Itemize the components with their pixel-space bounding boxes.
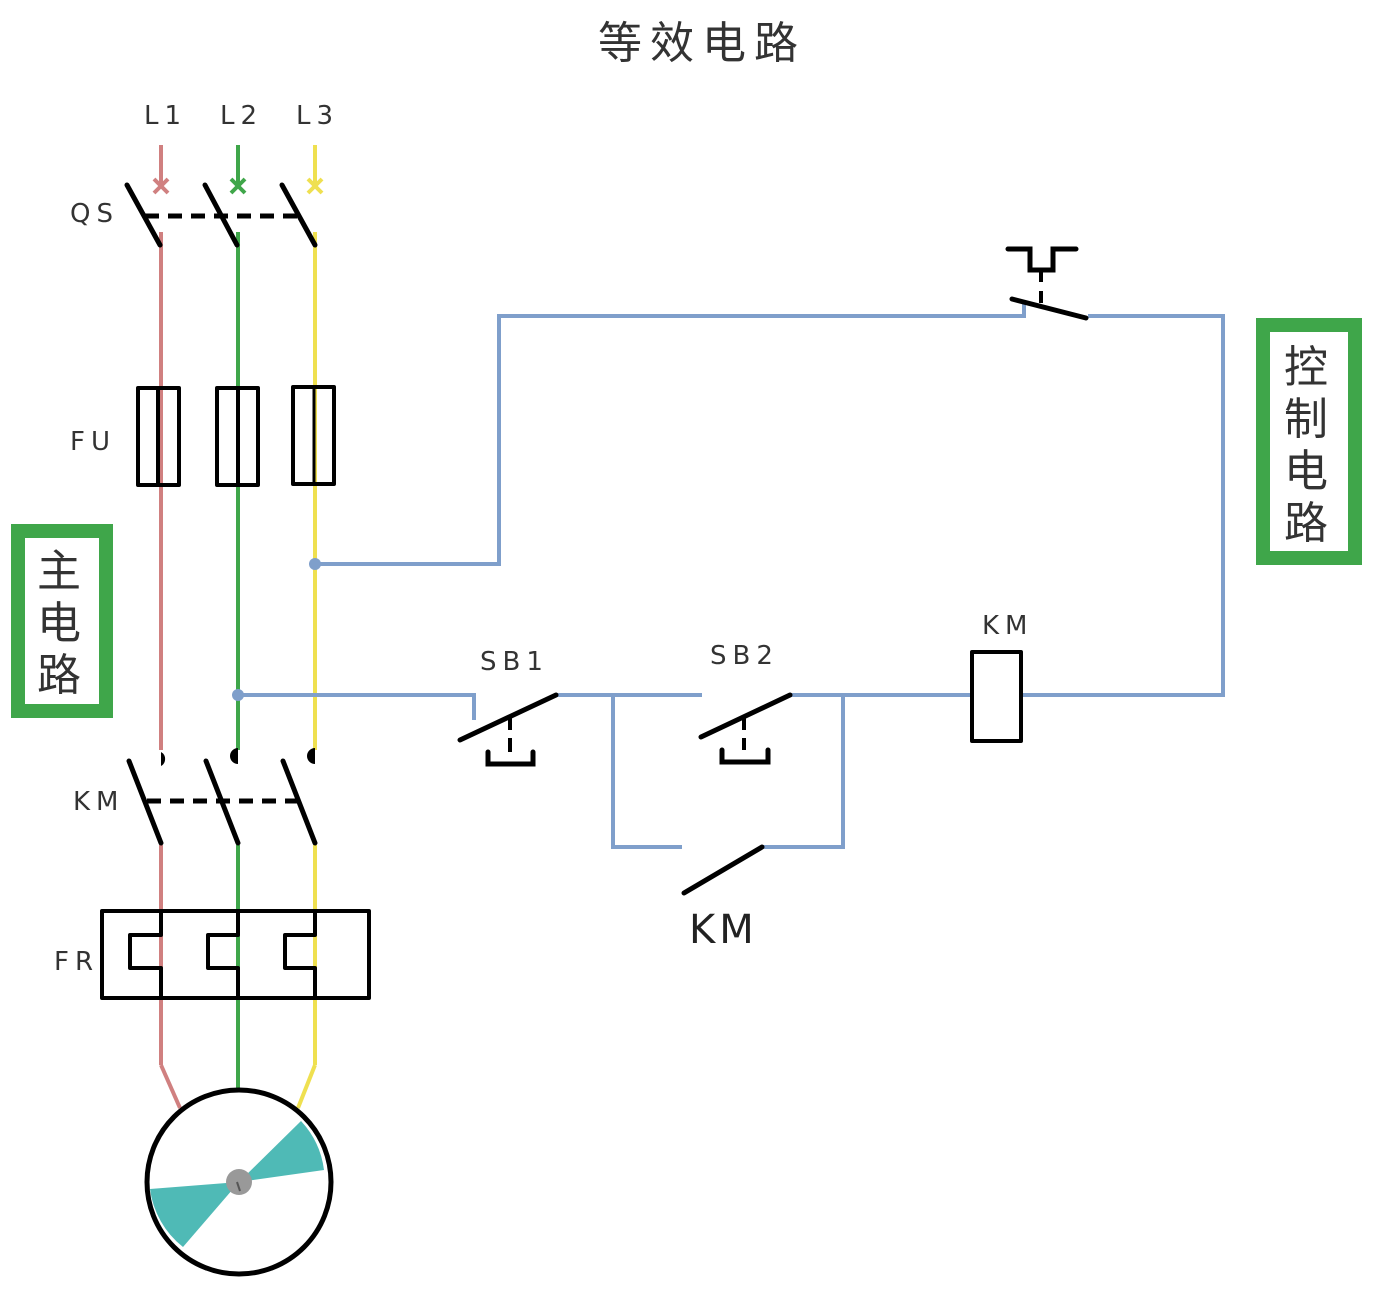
qs-label: QS: [70, 199, 119, 229]
main-circuit-char-1: 主: [37, 546, 81, 597]
km-main-label: KM: [73, 787, 124, 817]
phase-wire-l1: [152, 145, 182, 1109]
control-circuit-char-4: 路: [1284, 498, 1328, 549]
fu-fuses: [136, 385, 336, 487]
main-circuit-char-3: 路: [37, 650, 81, 701]
phase-wire-l2: [229, 145, 247, 1090]
control-circuit-char-1: 控: [1284, 342, 1328, 393]
km-coil: [970, 650, 1023, 743]
qs-isolator-switch: [124, 182, 318, 248]
motor-hub: [226, 1169, 252, 1195]
phase-wire-l3: [296, 145, 324, 1109]
control-circuit-label-box: 控 制 电 路: [1256, 318, 1362, 565]
km-coil-label: KM: [982, 611, 1033, 641]
sb1-pushbutton: [457, 692, 559, 767]
main-circuit-char-2: 电: [37, 598, 81, 649]
fr-label: FR: [54, 947, 99, 977]
km-aux-contact: [681, 844, 765, 896]
diagram-title: 等效电路: [598, 18, 806, 69]
top-pushbutton-switch: [1005, 246, 1089, 321]
phase-label-l3: L3: [296, 101, 339, 131]
fr-thermal-relay: [100, 909, 371, 1000]
motor: [144, 1087, 334, 1277]
sb2-pushbutton: [698, 692, 793, 765]
fan-blade-icon: [150, 1182, 239, 1247]
control-wiring: [232, 302, 1225, 849]
control-circuit-char-2: 制: [1284, 394, 1328, 445]
km-main-contacts: [126, 748, 318, 846]
fan-blade-icon: [239, 1121, 324, 1182]
main-circuit-label-box: 主 电 路: [11, 524, 113, 718]
phase-label-l2: L2: [220, 101, 263, 131]
sb1-label: SB1: [480, 647, 549, 677]
control-circuit-char-3: 电: [1284, 446, 1328, 497]
fu-label: FU: [70, 427, 116, 457]
sb2-label: SB2: [710, 641, 779, 671]
km-aux-label: KM: [689, 907, 758, 953]
phase-label-l1: L1: [144, 101, 187, 131]
